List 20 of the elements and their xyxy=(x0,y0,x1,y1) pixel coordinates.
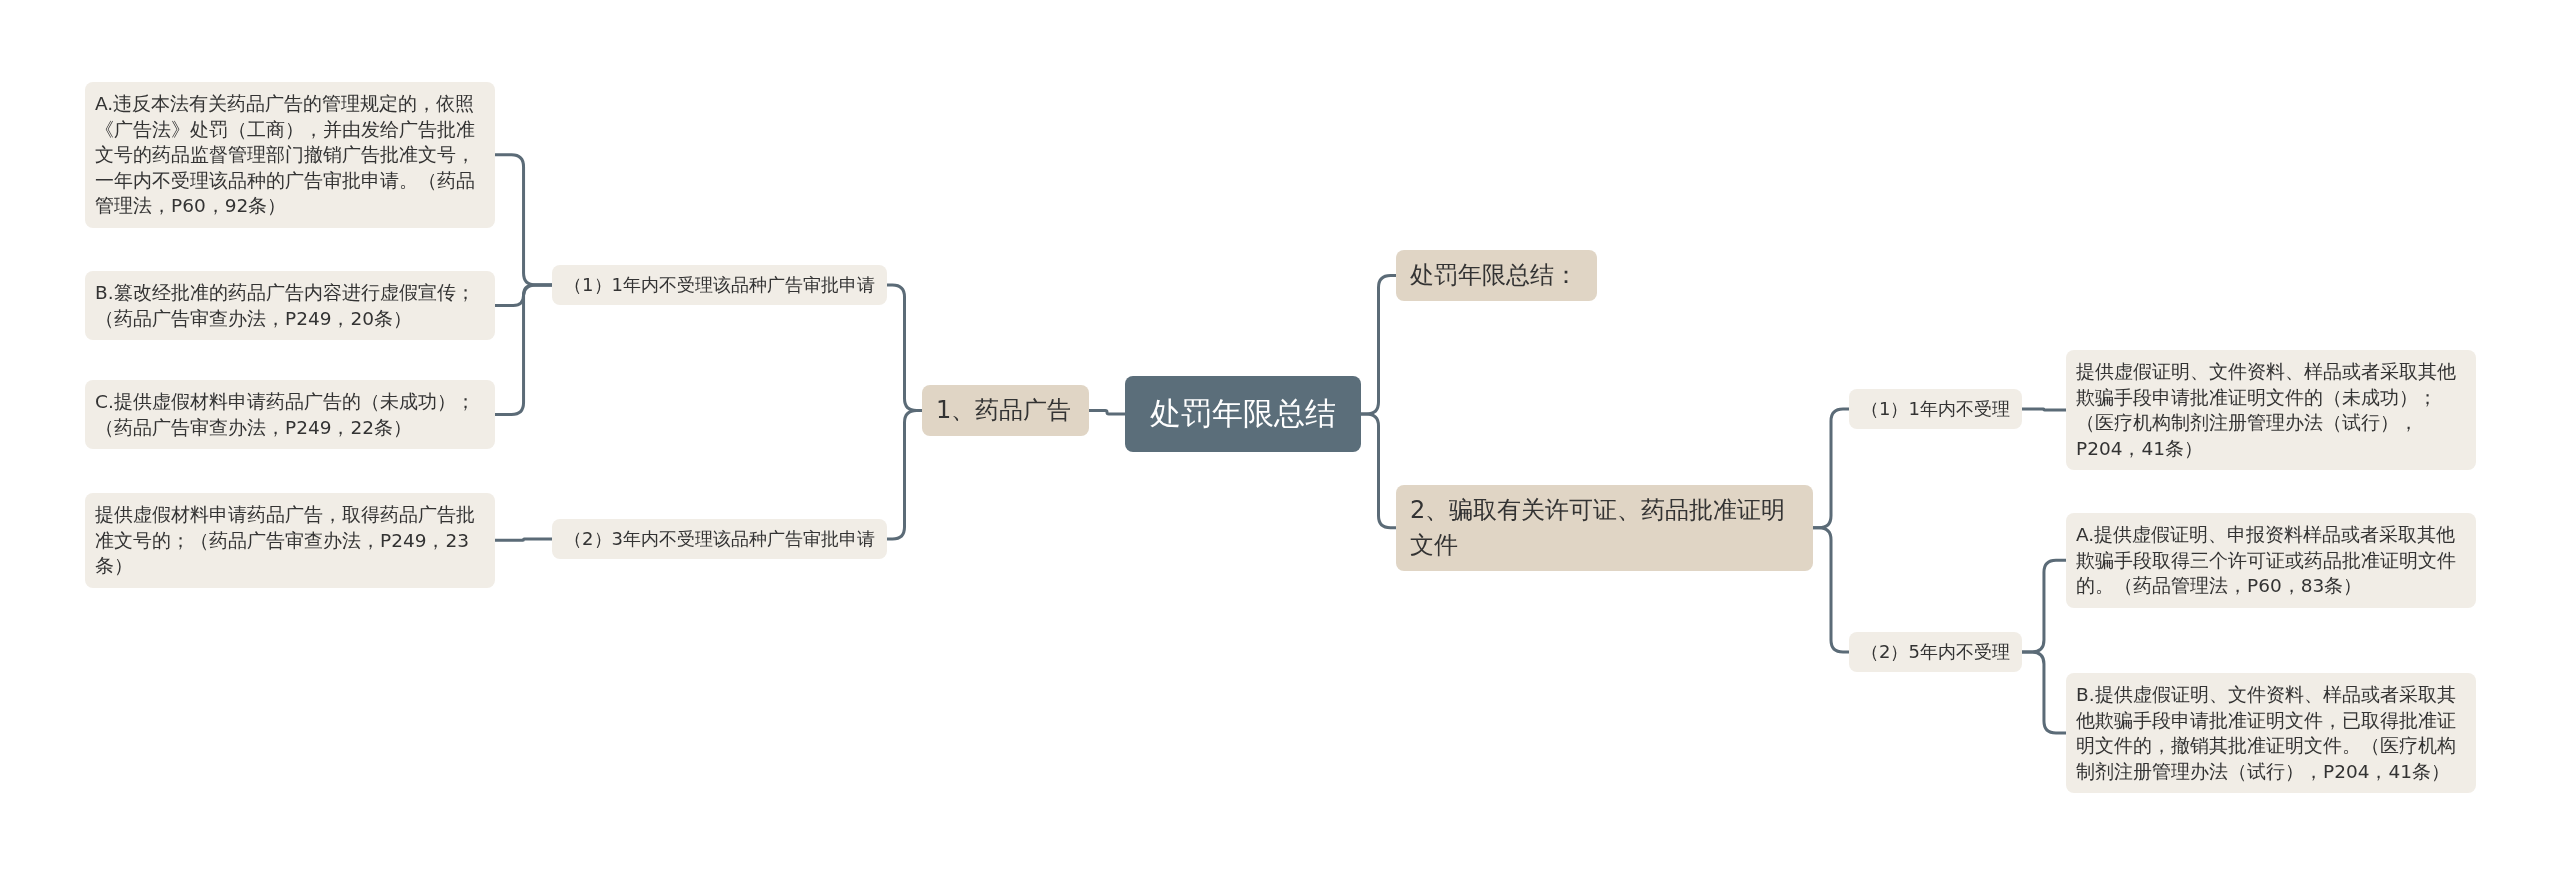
note-box: A.违反本法有关药品广告的管理规定的，依照《广告法》处罚（工商），并由发给广告批准文号的药品监督管理部门撤销广告批准文号，一年内不受理该品种的广告审批申请。（药品管理法，P60，92条） xyxy=(85,82,495,228)
note-box: B.篡改经批准的药品广告内容进行虚假宣传；（药品广告审查办法，P249，20条） xyxy=(85,271,495,341)
note-box: A.提供虚假证明、申报资料样品或者采取其他欺骗手段取得三个许可证或药品批准证明文件的。（药品管理法，P60，83条） xyxy=(2066,513,2476,608)
connector-line xyxy=(495,537,553,542)
central-topic: 处罚年限总结 xyxy=(1125,376,1361,452)
branch-topic: 2、骗取有关许可证、药品批准证明文件 xyxy=(1396,485,1813,571)
note-box: B.提供虚假证明、文件资料、样品或者采取其他欺骗手段申请批准证明文件，已取得批准证明文件的，撤销其批准证明文件。（医疗机构制剂注册管理办法（试行），P204，41条） xyxy=(2066,673,2476,794)
branch-topic: 1、药品广告 xyxy=(922,385,1089,436)
note-box: C.提供虚假材料申请药品广告的（未成功）；（药品广告审查办法，P249，22条） xyxy=(85,380,495,450)
subtopic-box: （2）3年内不受理该品种广告审批申请 xyxy=(552,519,887,559)
subtopic-box: （1）1年内不受理该品种广告审批申请 xyxy=(552,265,887,305)
note-box: 提供虚假证明、文件资料、样品或者采取其他欺骗手段申请批准证明文件的（未成功）；（医疗机构制剂注册管理办法（试行），P204，41条） xyxy=(2066,350,2476,471)
subtopic-box: （2）5年内不受理 xyxy=(1849,632,2022,672)
note-box: 提供虚假材料申请药品广告，取得药品广告批准文号的；（药品广告审查办法，P249，23条） xyxy=(85,493,495,588)
connector-line xyxy=(1813,526,1849,654)
connector-line xyxy=(1089,408,1125,416)
connector-line xyxy=(2021,407,2066,412)
connector-line xyxy=(2021,650,2066,735)
subtopic-box: （1）1年内不受理 xyxy=(1849,389,2022,429)
branch-topic: 处罚年限总结： xyxy=(1396,250,1597,301)
